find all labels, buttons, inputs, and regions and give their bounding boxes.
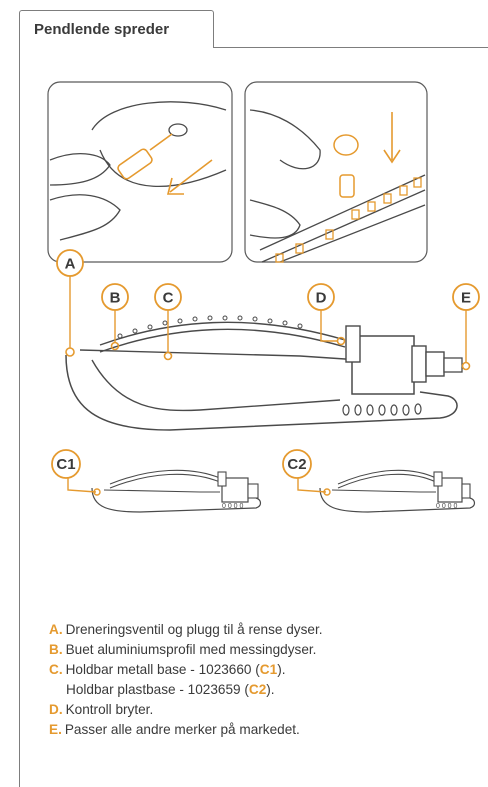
callout-e: E (452, 283, 480, 362)
callout-c: C (154, 283, 182, 353)
legend-item-b: B.Buet aluminiumsprofil med messingdyser… (49, 642, 317, 657)
svg-text:C2: C2 (287, 456, 306, 473)
legend-list: A.Dreneringsventil og plugg til å rense … (49, 620, 323, 740)
svg-text:B: B (110, 290, 121, 307)
content-frame (19, 47, 488, 787)
legend-item-a: A.Dreneringsventil og plugg til å rense … (49, 622, 323, 637)
svg-text:A: A (65, 256, 76, 273)
callout-b: B (101, 283, 129, 343)
sprinkler-main (65, 315, 471, 431)
legend-item-e: E.Passer alle andre merker på markedet. (49, 722, 300, 737)
svg-text:C: C (163, 290, 174, 307)
callout-d: D (307, 283, 338, 342)
panel-cleaning-nozzle (47, 81, 233, 263)
tab-title: Pendlende spreder (34, 21, 170, 38)
tab-pendlende-spreder[interactable]: Pendlende spreder (19, 10, 214, 48)
legend-item-c-plastic: Holdbar plastbase - 1023659 (C2). (66, 682, 275, 697)
sprinkler-c2: 0 0 0 0 C2 (282, 449, 476, 513)
callout-a: A (56, 249, 84, 348)
legend-item-d: D.Kontroll bryter. (49, 702, 154, 717)
product-illustration: A B C D E 0 0 0 0 C1 (47, 81, 480, 513)
svg-text:D: D (316, 290, 327, 307)
legend-item-c: C.Holdbar metall base - 1023660 (C1). (49, 662, 286, 677)
svg-text:0 0 0 0: 0 0 0 0 (436, 503, 458, 510)
svg-text:0 0 0 0: 0 0 0 0 (222, 503, 244, 510)
svg-text:E: E (461, 290, 471, 307)
sprinkler-c1: 0 0 0 0 C1 (51, 449, 262, 513)
panel-nozzle-insert (244, 81, 428, 263)
svg-text:C1: C1 (56, 456, 75, 473)
